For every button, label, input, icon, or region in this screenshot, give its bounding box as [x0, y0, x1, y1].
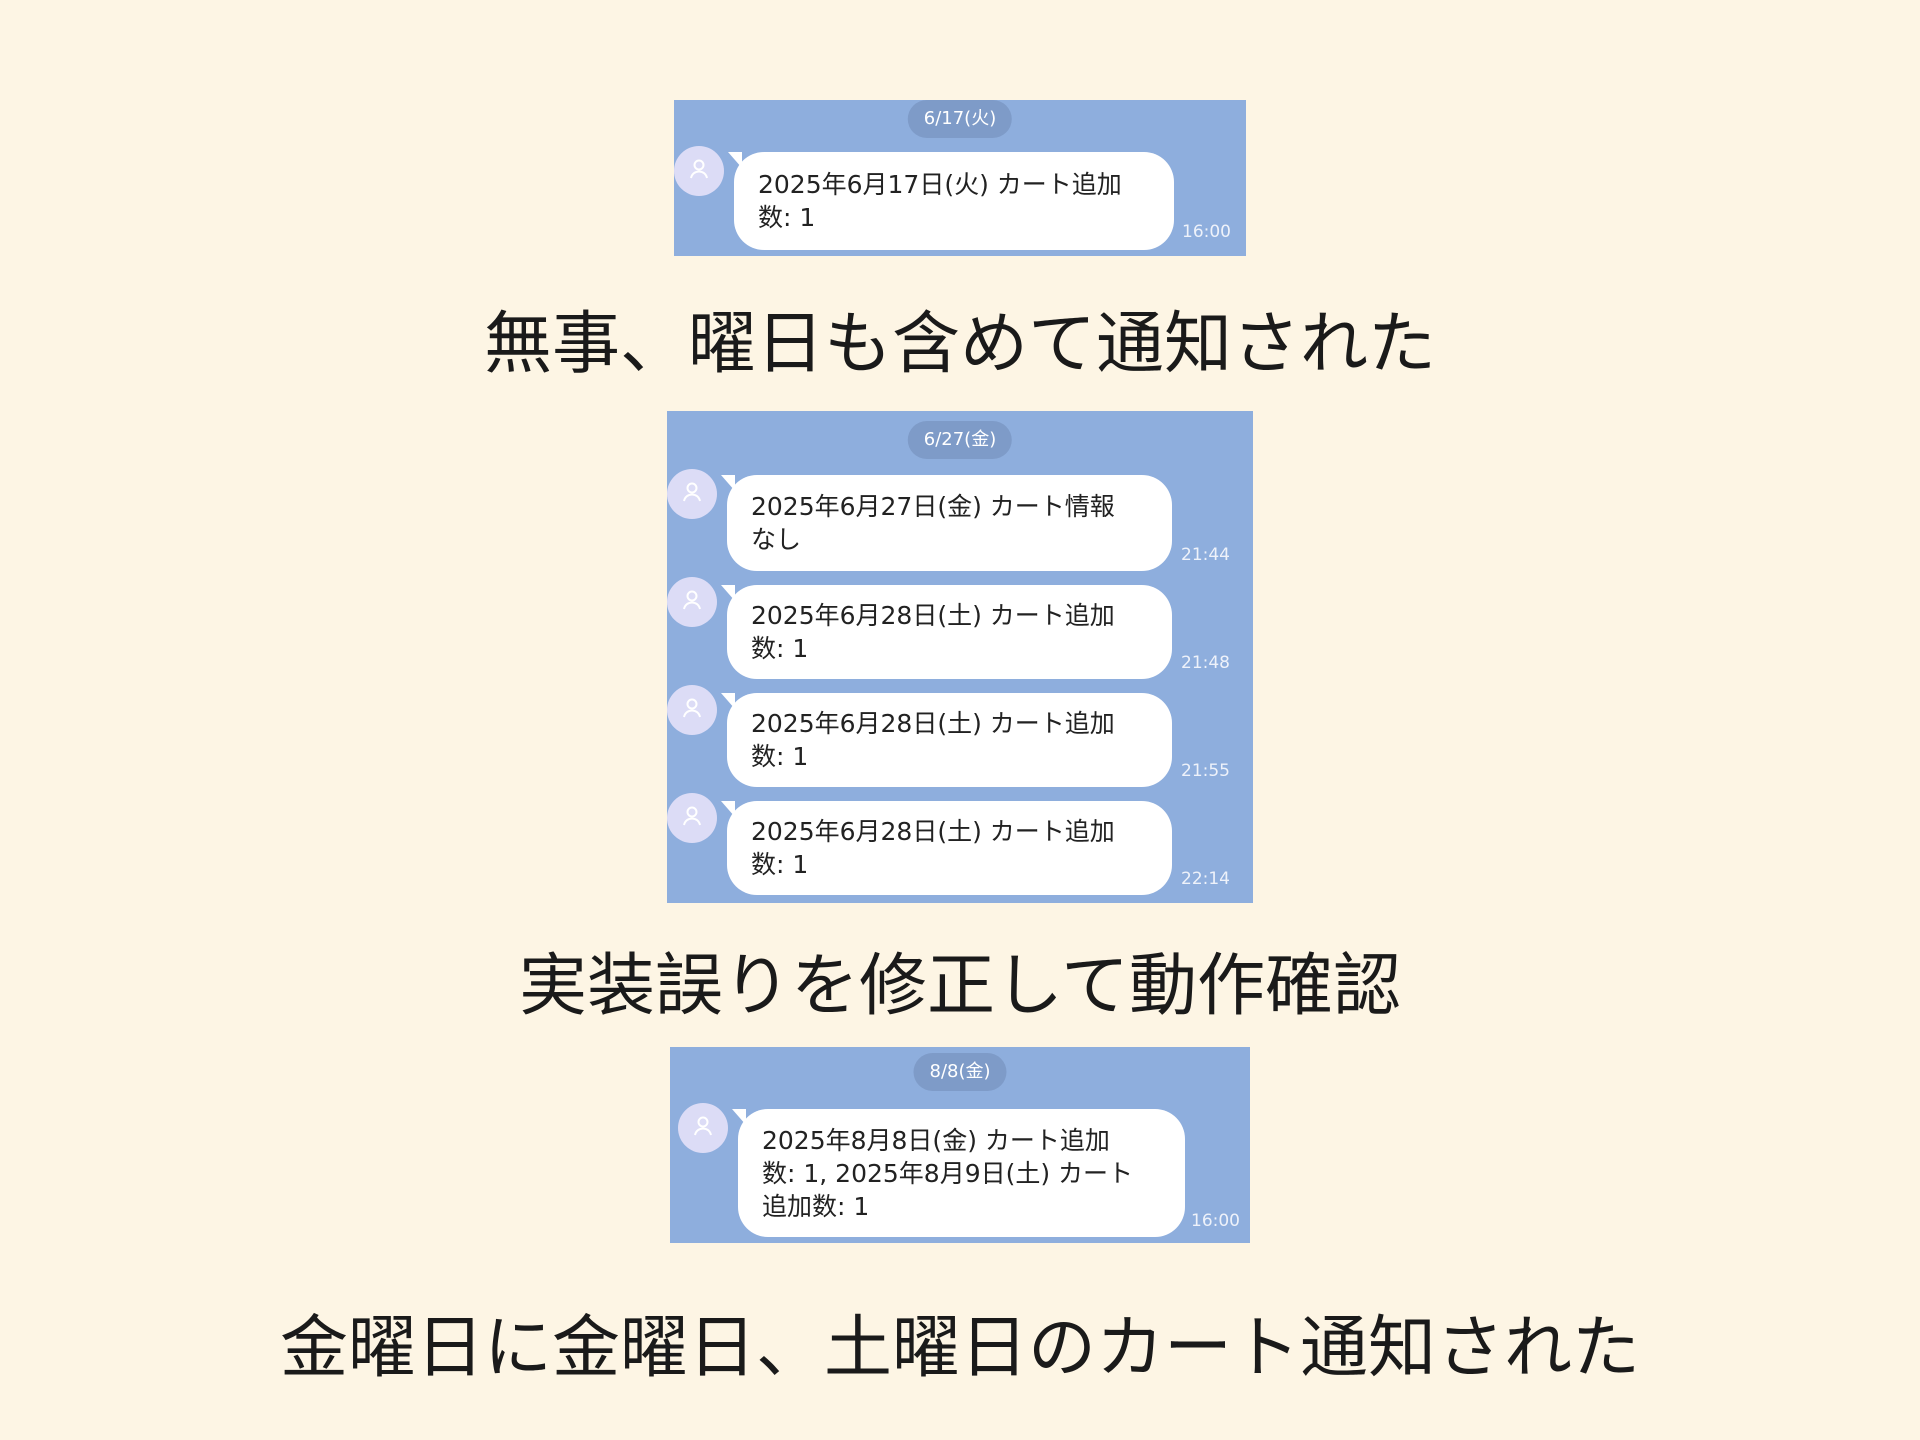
person-icon	[680, 480, 704, 508]
message-bubble[interactable]: 2025年6月28日(土) カート追加 数: 1	[727, 585, 1172, 679]
message-line: 数: 1	[751, 634, 809, 663]
message-bubble[interactable]: 2025年6月28日(土) カート追加 数: 1	[727, 693, 1172, 787]
message-line: なし	[751, 525, 802, 554]
message-bubble[interactable]: 2025年6月28日(土) カート追加 数: 1	[727, 801, 1172, 895]
message-line: 2025年8月8日(金) カート追加	[762, 1125, 1110, 1155]
message-time: 21:48	[1181, 653, 1230, 673]
message-line: 2025年6月28日(土) カート追加	[751, 601, 1115, 630]
message-time: 16:00	[1191, 1211, 1240, 1231]
person-icon	[680, 696, 704, 724]
message-time: 16:00	[1182, 222, 1231, 242]
avatar[interactable]	[667, 793, 717, 843]
avatar[interactable]	[667, 685, 717, 735]
message-line: 2025年6月17日(火) カート追加	[758, 170, 1122, 199]
message-line: 追加数: 1	[762, 1191, 870, 1221]
person-icon	[691, 1114, 715, 1142]
date-separator: 6/17(火)	[907, 100, 1013, 138]
message-bubble[interactable]: 2025年8月8日(金) カート追加 数: 1, 2025年8月9日(土) カー…	[738, 1109, 1185, 1237]
message-line: 2025年6月27日(金) カート情報	[751, 492, 1115, 521]
message-line: 数: 1, 2025年8月9日(土) カート	[762, 1158, 1134, 1188]
avatar[interactable]	[674, 146, 724, 196]
avatar[interactable]	[667, 577, 717, 627]
message-time: 22:14	[1181, 869, 1230, 889]
person-icon	[680, 804, 704, 832]
message-time: 21:55	[1181, 761, 1230, 781]
chat-screenshot-3: 8/8(金) 2025年8月8日(金) カート追加 数: 1, 2025年8月9…	[670, 1047, 1250, 1243]
message-bubble[interactable]: 2025年6月27日(金) カート情報 なし	[727, 475, 1172, 571]
person-icon	[687, 157, 711, 185]
chat-screenshot-2: 6/27(金) 2025年6月27日(金) カート情報 なし 21:44 202…	[667, 411, 1253, 903]
avatar[interactable]	[678, 1103, 728, 1153]
message-line: 数: 1	[751, 742, 809, 771]
caption-2: 実装誤りを修正して動作確認	[519, 947, 1401, 1026]
person-icon	[680, 588, 704, 616]
message-time: 21:44	[1181, 545, 1230, 565]
message-line: 数: 1	[758, 203, 816, 232]
chat-screenshot-1: 6/17(火) 2025年6月17日(火) カート追加 数: 1 16:00	[674, 100, 1246, 256]
date-separator: 6/27(金)	[907, 421, 1013, 459]
date-separator: 8/8(金)	[913, 1053, 1007, 1091]
avatar[interactable]	[667, 469, 717, 519]
message-line: 2025年6月28日(土) カート追加	[751, 817, 1115, 846]
message-line: 2025年6月28日(土) カート追加	[751, 709, 1115, 738]
message-line: 数: 1	[751, 850, 809, 879]
caption-3: 金曜日に金曜日、土曜日のカート通知された	[279, 1309, 1640, 1388]
caption-1: 無事、曜日も含めて通知された	[483, 305, 1436, 384]
message-bubble[interactable]: 2025年6月17日(火) カート追加 数: 1	[734, 152, 1174, 250]
